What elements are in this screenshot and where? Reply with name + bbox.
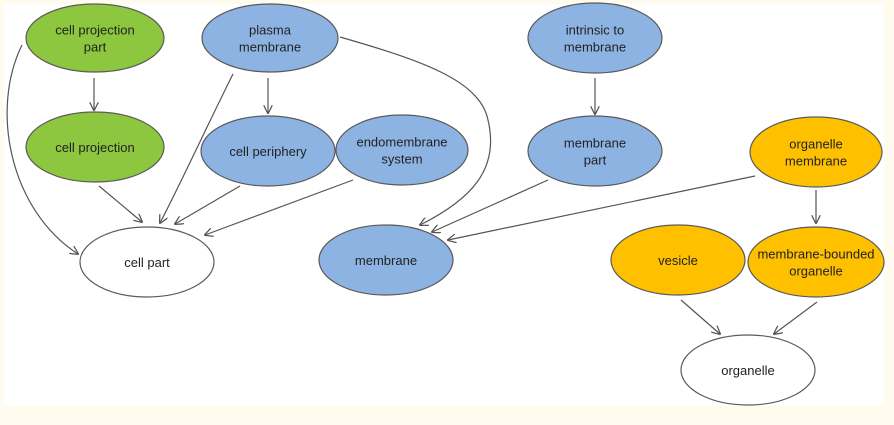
node-ellipse	[610, 224, 746, 296]
node-label: organelle	[789, 137, 843, 152]
node-membrane-bounded-organelle[interactable]: membrane-bounded organelle	[747, 226, 885, 298]
edges-layer	[6, 36, 818, 334]
nodes-layer: cell projectionpartplasmamembraneintrins…	[25, 2, 885, 406]
node-label: cell projection	[55, 140, 135, 155]
node-label: cell projection	[55, 23, 135, 38]
edge-cell-projection-part-to-cell-part	[6, 44, 78, 254]
node-membrane-part[interactable]: membrane part	[527, 115, 663, 187]
node-label: intrinsic to	[566, 23, 625, 38]
edge-organelle-membrane-to-membrane	[448, 175, 756, 240]
node-cell-periphery[interactable]: cell periphery	[200, 115, 336, 187]
node-label: membrane	[239, 40, 301, 55]
node-endomembrane-system[interactable]: endomembrane system	[335, 114, 469, 186]
node-ellipse	[25, 3, 165, 73]
node-ellipse	[680, 334, 816, 406]
node-ellipse	[318, 224, 454, 296]
node-label: vesicle	[658, 253, 698, 268]
node-label: organelle	[789, 264, 843, 279]
node-label: membrane	[564, 136, 626, 151]
node-label: plasma	[249, 23, 292, 38]
node-ellipse	[527, 115, 663, 187]
node-label: membrane	[564, 40, 626, 55]
edge-membrane-bounded-organelle-to-organelle	[774, 301, 818, 334]
node-intrinsic-to-membrane[interactable]: intrinsic to membrane	[527, 2, 663, 74]
node-ellipse	[200, 115, 336, 187]
node-ellipse	[749, 116, 883, 188]
node-label: membrane-bounded	[757, 247, 874, 262]
node-label: part	[84, 40, 107, 55]
node-label: organelle	[721, 363, 775, 378]
node-plasma-membrane[interactable]: plasma membrane	[201, 3, 339, 73]
node-label: endomembrane	[356, 135, 447, 150]
node-membrane[interactable]: membrane	[318, 224, 454, 296]
node-label: part	[584, 153, 607, 168]
node-cell-part[interactable]: cell part	[79, 226, 215, 298]
edge-membrane-part-to-membrane	[432, 179, 549, 232]
node-ellipse	[335, 114, 469, 186]
edge-endomembrane-system-to-cell-part	[205, 179, 354, 235]
node-label: cell part	[124, 255, 170, 270]
edge-cell-periphery-to-cell-part	[175, 185, 241, 224]
node-ellipse	[25, 111, 165, 183]
node-label: cell periphery	[229, 144, 307, 159]
node-organelle-membrane[interactable]: organelle membrane	[749, 116, 883, 188]
edge-vesicle-to-organelle	[680, 299, 720, 334]
node-organelle[interactable]: organelle	[680, 334, 816, 406]
node-ellipse	[527, 2, 663, 74]
edge-plasma-membrane-to-cell-part	[160, 73, 234, 223]
edge-cell-projection-to-cell-part	[98, 185, 142, 222]
node-label: system	[381, 152, 422, 167]
node-ellipse	[79, 226, 215, 298]
node-ellipse	[747, 226, 885, 298]
edge-plasma-membrane-to-membrane	[339, 36, 492, 225]
node-cell-projection-part[interactable]: cell projection part	[25, 3, 165, 73]
node-cell-projection[interactable]: cell projection	[25, 111, 165, 183]
node-ellipse	[201, 3, 339, 73]
node-label: membrane	[355, 253, 417, 268]
node-label: membrane	[785, 154, 847, 169]
node-vesicle[interactable]: vesicle	[610, 224, 746, 296]
